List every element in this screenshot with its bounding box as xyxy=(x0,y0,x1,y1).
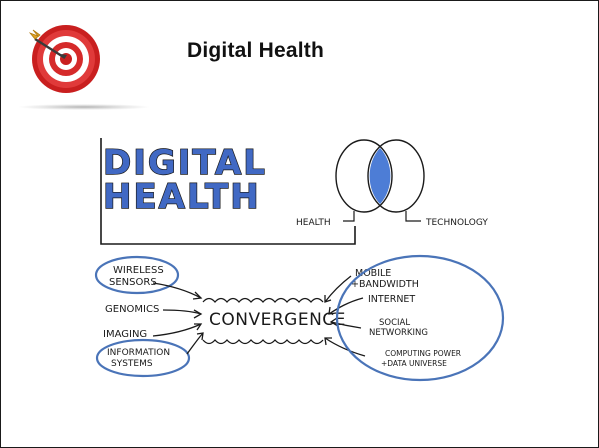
dart-flight xyxy=(29,29,41,40)
venn-circle-left xyxy=(335,139,393,213)
left-item-systems: SYSTEMS xyxy=(111,359,153,369)
right-item-social: SOCIAL xyxy=(379,318,410,328)
left-item-imaging: IMAGING xyxy=(103,329,147,340)
venn-diagram xyxy=(335,139,425,222)
convergence-bottom-wave xyxy=(202,339,324,345)
circle-wireless-sensors xyxy=(94,255,180,295)
sketch-title-line-1: DIGITAL xyxy=(103,143,267,183)
digital-health-sketch: DIGITAL HEALTH HEALTH TECHNOLOGY WIRELES… xyxy=(94,138,505,382)
circle-information-systems xyxy=(95,338,191,378)
right-arrows xyxy=(324,275,366,357)
left-item-information: INFORMATION xyxy=(107,348,170,358)
circle-technology-drivers xyxy=(335,254,505,382)
right-item-mobile: MOBILE xyxy=(355,268,391,279)
left-arrows xyxy=(152,282,204,355)
right-item-bandwidth: +BANDWIDTH xyxy=(351,279,419,290)
right-item-networking: NETWORKING xyxy=(369,328,428,338)
convergence-word: CONVERGENCE xyxy=(209,310,346,330)
header-divider xyxy=(19,104,149,110)
venn-label-technology: TECHNOLOGY xyxy=(425,218,488,228)
target-logo-icon xyxy=(29,25,100,93)
left-item-wireless: WIRELESS xyxy=(113,265,164,276)
right-item-data-universe: +DATA UNIVERSE xyxy=(381,359,447,368)
venn-circle-right xyxy=(367,139,425,213)
sketch-title-line-2: HEALTH xyxy=(103,177,261,217)
left-item-genomics: GENOMICS xyxy=(105,304,159,315)
left-item-sensors: SENSORS xyxy=(109,277,157,288)
sketch-frame xyxy=(100,138,356,245)
right-item-internet: INTERNET xyxy=(368,294,415,305)
dart-shaft xyxy=(34,37,66,60)
slide-title: Digital Health xyxy=(187,39,324,62)
venn-label-health: HEALTH xyxy=(296,218,331,228)
venn-intersection xyxy=(369,148,391,204)
convergence-top-wave xyxy=(202,297,324,303)
right-item-computing-power: COMPUTING POWER xyxy=(385,349,461,358)
